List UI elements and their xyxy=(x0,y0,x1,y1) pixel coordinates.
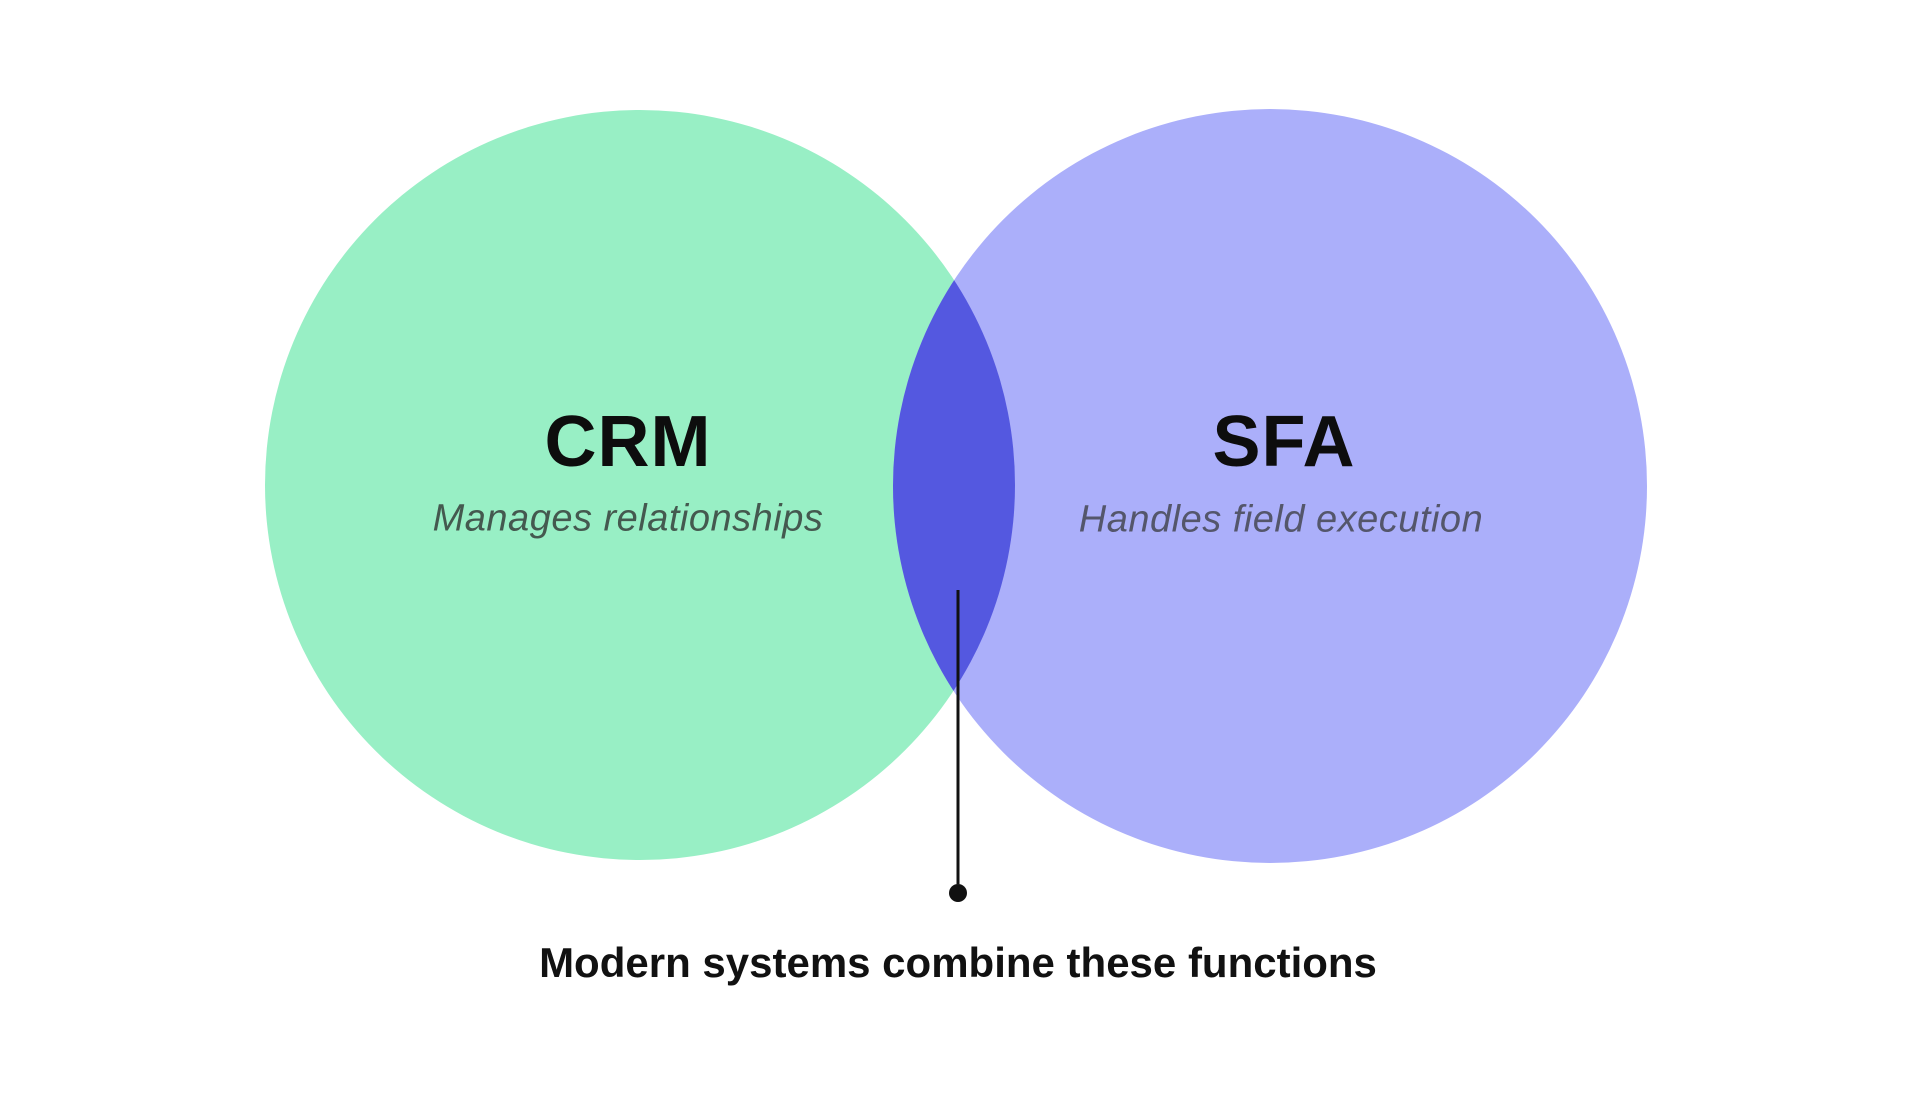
right-circle xyxy=(893,109,1647,863)
connector-dot xyxy=(949,884,967,902)
left-circle-title: CRM xyxy=(544,402,712,482)
left-circle xyxy=(265,110,1015,860)
right-circle-title: SFA xyxy=(1212,402,1356,482)
overlap-caption: Modern systems combine these functions xyxy=(539,939,1377,986)
left-circle-subtitle: Manages relationships xyxy=(432,497,824,540)
right-circle-subtitle: Handles field execution xyxy=(1078,498,1484,541)
